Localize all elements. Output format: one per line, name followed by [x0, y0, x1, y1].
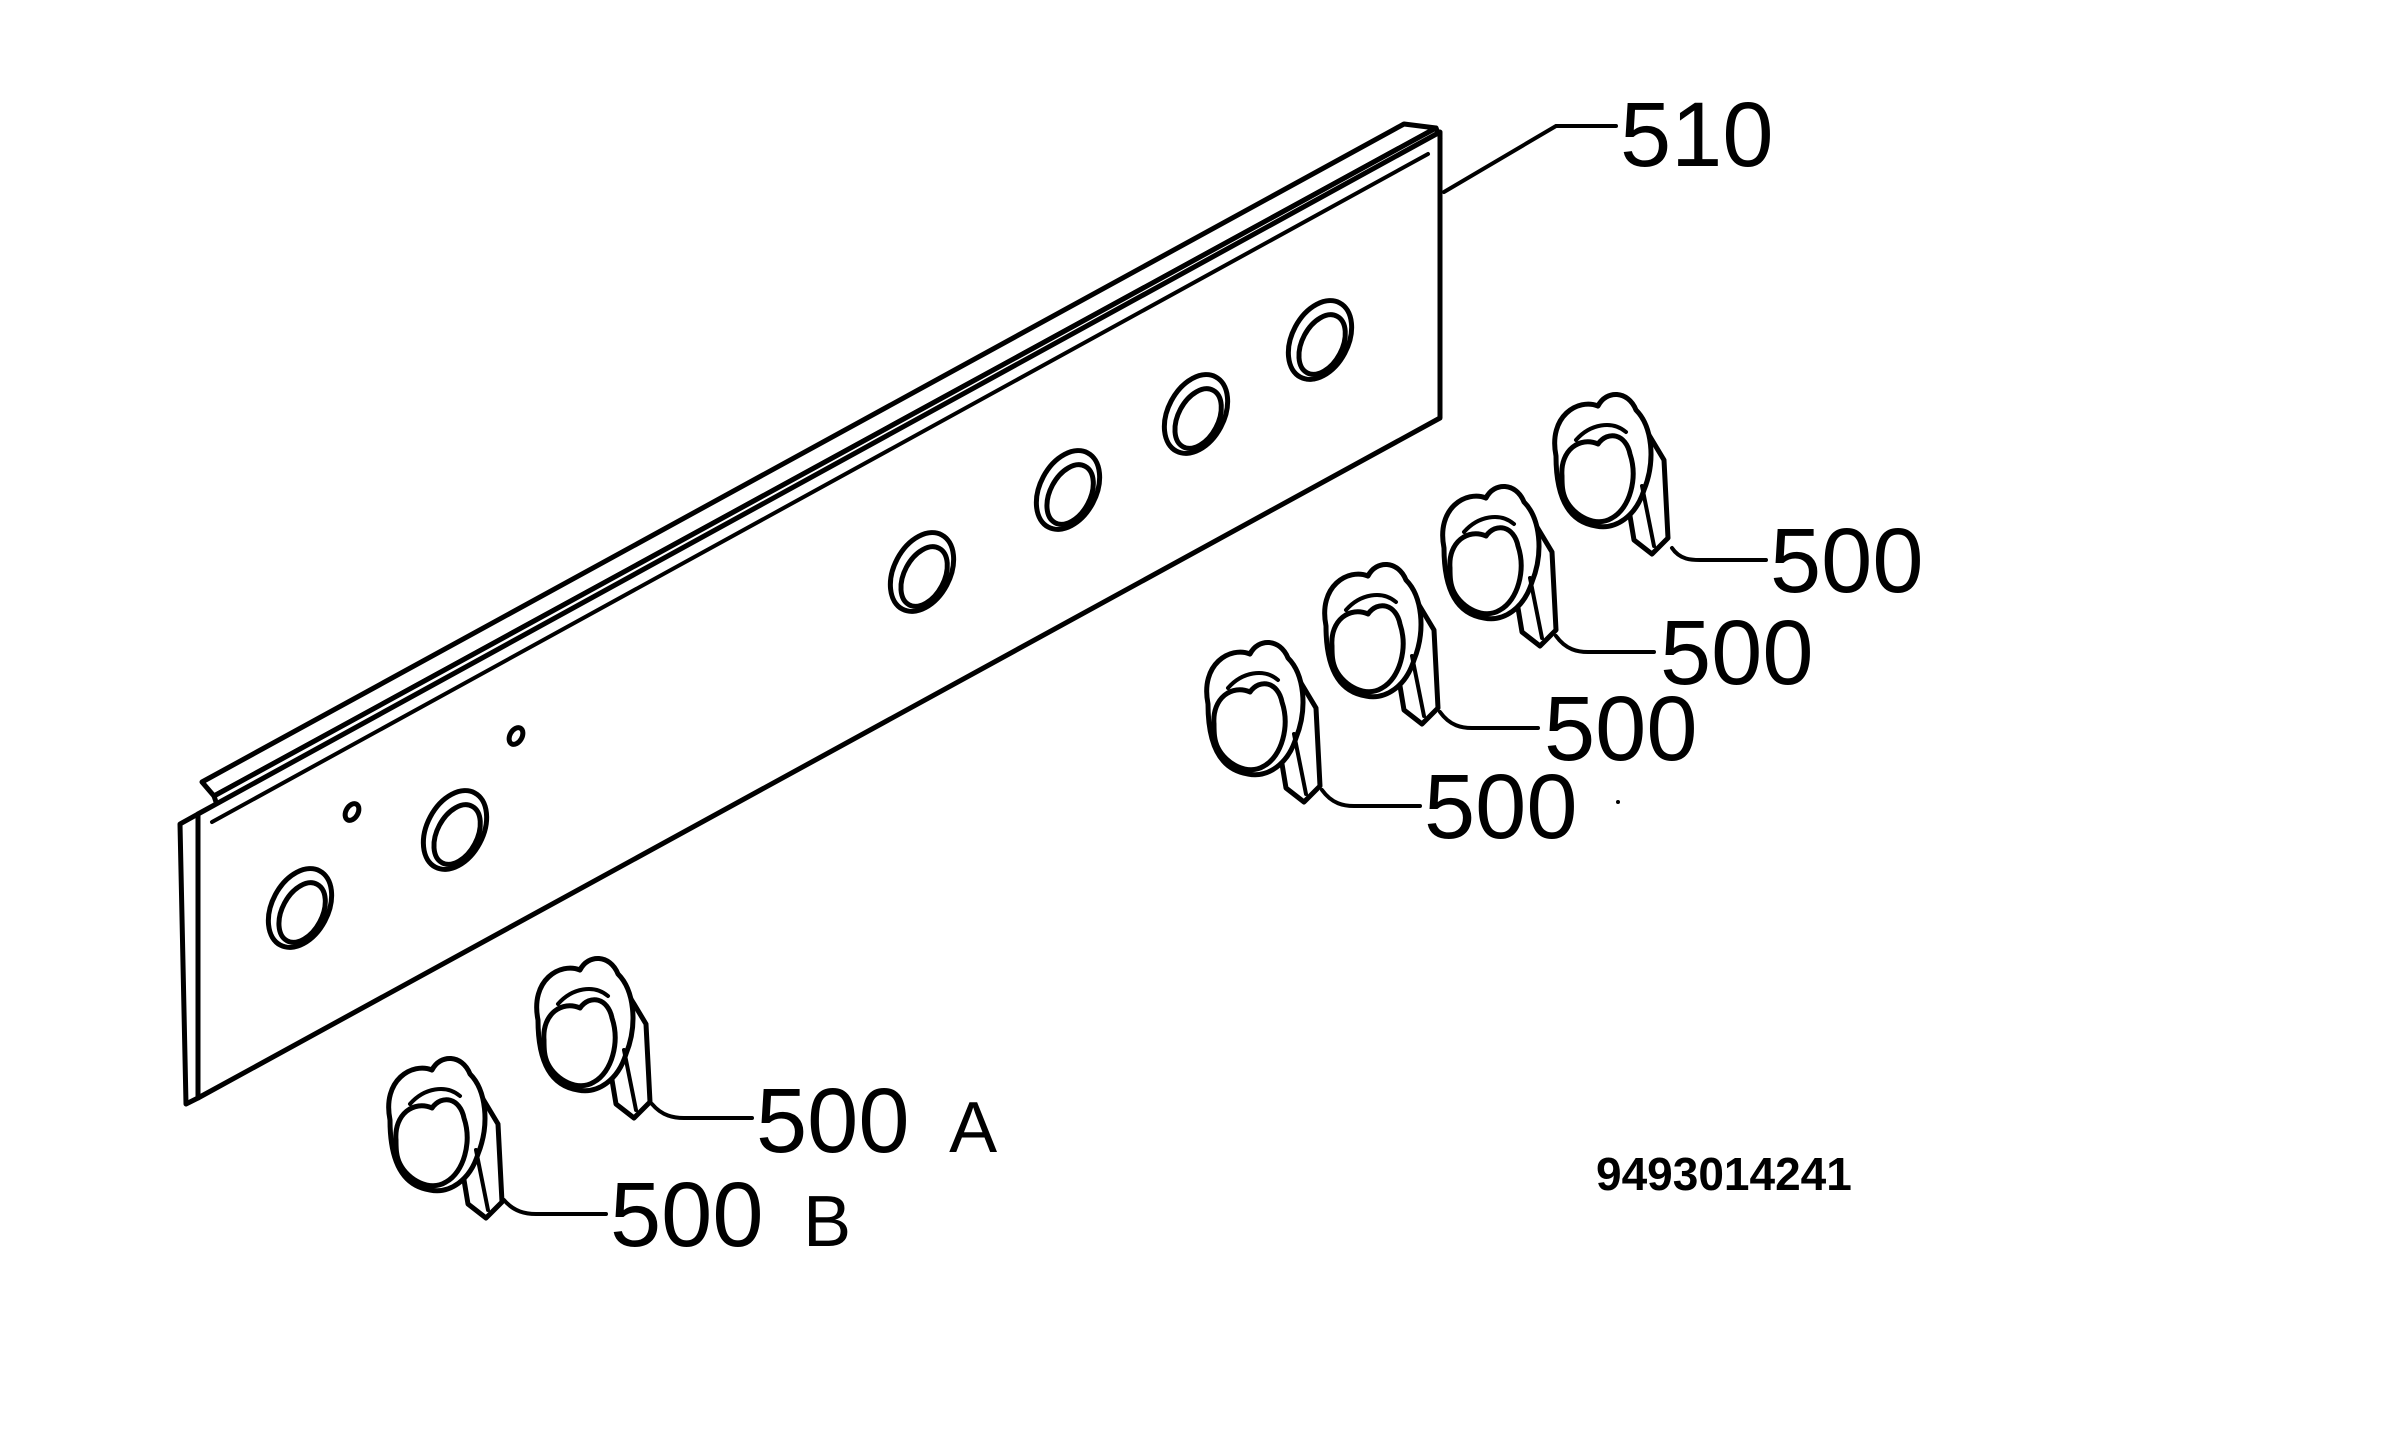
leader-line — [650, 1102, 754, 1120]
panel-hole — [1285, 298, 1355, 382]
svg-text:500: 500 — [1424, 756, 1578, 858]
panel-hole — [420, 788, 490, 872]
knob-assembly-500-3: 500 — [1325, 564, 1698, 780]
knob-label: 500 — [1660, 602, 1814, 704]
svg-text:500: 500 — [1770, 510, 1924, 612]
panel-label: 510 — [1620, 84, 1774, 186]
panel-small-hole — [506, 725, 526, 747]
catalog-number: 9493014241 — [1596, 1148, 1852, 1200]
knob-label: 500 — [610, 1164, 764, 1266]
knob-assembly-500A: 500 A — [537, 958, 997, 1172]
panel-callout: 510 — [1442, 84, 1774, 194]
svg-text:500: 500 — [1660, 602, 1814, 704]
knob-500 — [1207, 642, 1320, 802]
panel-side-edge — [177, 811, 201, 1107]
knob-label: 500 — [1544, 678, 1698, 780]
svg-text:500 B: 500 B — [610, 1164, 851, 1266]
knob-500 — [1325, 564, 1438, 724]
panel-hole — [1033, 448, 1103, 532]
svg-text:500: 500 — [1544, 678, 1698, 780]
leader-line — [1670, 546, 1768, 562]
knob-assembly-500B: 500 B — [389, 1058, 851, 1266]
leader-line — [502, 1198, 608, 1216]
leader-line — [1442, 124, 1618, 194]
knob-label: 500 — [1770, 510, 1924, 612]
stray-dot — [1616, 800, 1620, 804]
leader-line — [1554, 634, 1656, 654]
knob-label: 500 — [756, 1070, 910, 1172]
knob-assembly-500-2: 500 — [1443, 486, 1814, 704]
knob-label: 500 — [1424, 756, 1578, 858]
panel-hole — [265, 866, 335, 950]
knob-assembly-500-4: 500 — [1207, 642, 1578, 858]
svg-text:500 A: 500 A — [756, 1070, 997, 1172]
knob-suffix: B — [803, 1182, 851, 1262]
panel-small-hole — [342, 801, 362, 823]
knob-500 — [1443, 486, 1556, 646]
knob-500 — [1555, 394, 1668, 554]
knob-500B — [389, 1058, 502, 1218]
panel-hole — [1161, 372, 1231, 456]
leader-line — [1320, 788, 1422, 808]
panel-ridge-line — [210, 152, 1430, 824]
knob-suffix: A — [949, 1088, 997, 1168]
control-panel-510 — [177, 121, 1443, 1107]
leader-line — [1438, 710, 1540, 730]
panel-front-face — [195, 129, 1443, 1101]
knob-500A — [537, 958, 650, 1118]
panel-holes — [265, 298, 1355, 950]
knob-assembly-500-1: 500 — [1555, 394, 1924, 612]
panel-hole — [887, 530, 957, 614]
